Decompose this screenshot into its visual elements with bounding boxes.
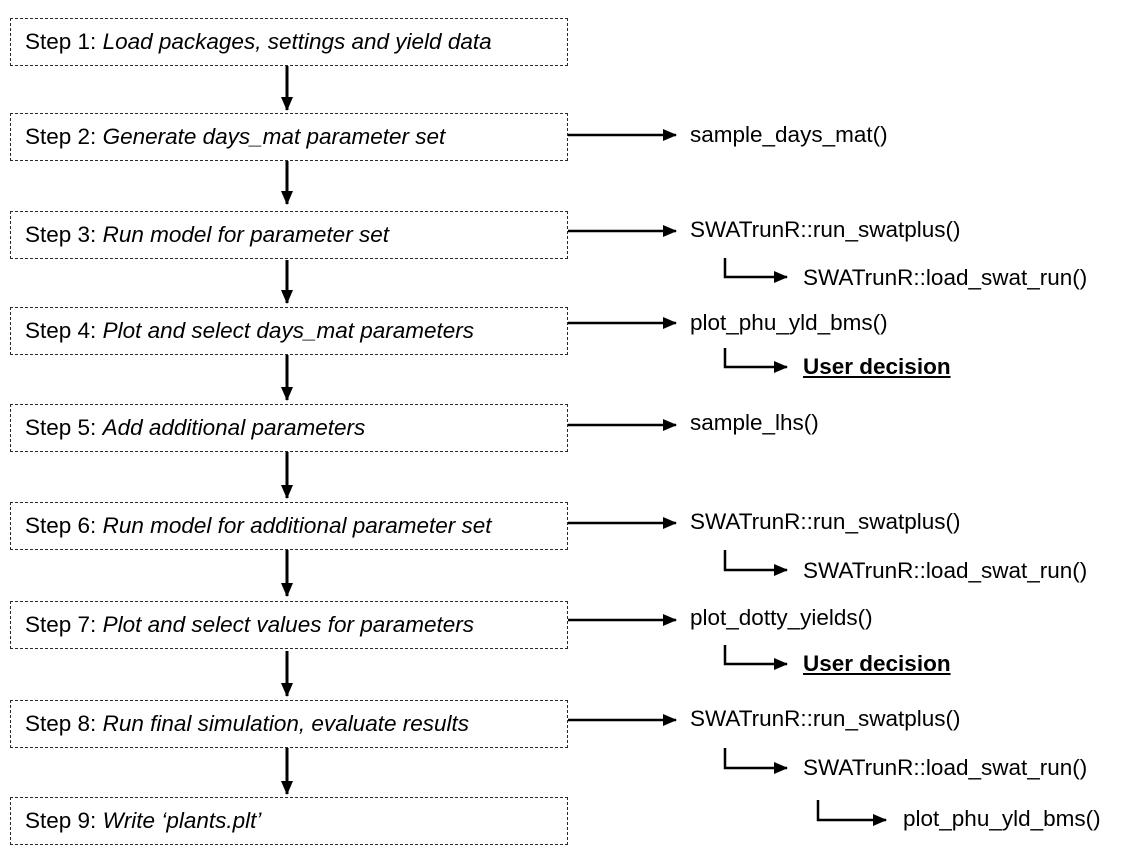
step-description: Run model for parameter set bbox=[102, 222, 389, 247]
sub-arrow-step4 bbox=[723, 348, 788, 373]
function-label-load-swat-run: SWATrunR::load_swat_run() bbox=[803, 558, 1088, 583]
step-description: Run model for additional parameter set bbox=[102, 513, 492, 538]
sub-arrow-step8-second bbox=[816, 800, 887, 826]
step-box-3: Step 3: Run model for parameter set bbox=[10, 211, 568, 259]
step-number: Step 2: bbox=[25, 124, 97, 149]
step-number: Step 6: bbox=[25, 513, 97, 538]
step-box-5: Step 5: Add additional parameters bbox=[10, 404, 568, 452]
sub-arrow-step7 bbox=[723, 645, 788, 670]
step-description: Run final simulation, evaluate results bbox=[102, 711, 470, 736]
step-description: Generate days_mat parameter set bbox=[102, 124, 446, 149]
step-box-4: Step 4: Plot and select days_mat paramet… bbox=[10, 307, 568, 355]
user-decision-label: User decision bbox=[803, 354, 951, 379]
function-label-load-swat-run: SWATrunR::load_swat_run() bbox=[803, 755, 1088, 780]
step-number: Step 3: bbox=[25, 222, 97, 247]
step-number: Step 5: bbox=[25, 415, 97, 440]
step-number: Step 7: bbox=[25, 612, 97, 637]
step-description: Plot and select days_mat parameters bbox=[102, 318, 475, 343]
sub-arrow-step3 bbox=[723, 258, 788, 283]
function-label-sample-days-mat: sample_days_mat() bbox=[690, 122, 888, 147]
step-number: Step 4: bbox=[25, 318, 97, 343]
sub-arrow-step6 bbox=[723, 550, 788, 576]
sub-arrow-step8 bbox=[723, 748, 788, 774]
step-number: Step 8: bbox=[25, 711, 97, 736]
function-label-run-swatplus: SWATrunR::run_swatplus() bbox=[690, 217, 961, 242]
function-label-sample-lhs: sample_lhs() bbox=[690, 410, 819, 435]
function-label-plot-dotty-yields: plot_dotty_yields() bbox=[690, 605, 873, 630]
step-description: Load packages, settings and yield data bbox=[102, 29, 492, 54]
step-box-1: Step 1: Load packages, settings and yiel… bbox=[10, 18, 568, 66]
step-number: Step 9: bbox=[25, 808, 97, 833]
function-label-plot-phu-yld-bms: plot_phu_yld_bms() bbox=[690, 310, 888, 335]
function-label-plot-phu-yld-bms: plot_phu_yld_bms() bbox=[903, 806, 1101, 831]
step-description: Write ‘plants.plt’ bbox=[102, 808, 262, 833]
step-number: Step 1: bbox=[25, 29, 97, 54]
step-box-8: Step 8: Run final simulation, evaluate r… bbox=[10, 700, 568, 748]
function-label-load-swat-run: SWATrunR::load_swat_run() bbox=[803, 265, 1088, 290]
step-description: Add additional parameters bbox=[102, 415, 366, 440]
step-box-9: Step 9: Write ‘plants.plt’ bbox=[10, 797, 568, 845]
step-description: Plot and select values for parameters bbox=[102, 612, 475, 637]
user-decision-label: User decision bbox=[803, 651, 951, 676]
function-label-run-swatplus: SWATrunR::run_swatplus() bbox=[690, 706, 961, 731]
step-box-6: Step 6: Run model for additional paramet… bbox=[10, 502, 568, 550]
step-box-2: Step 2: Generate days_mat parameter set bbox=[10, 113, 568, 161]
function-label-run-swatplus: SWATrunR::run_swatplus() bbox=[690, 509, 961, 534]
step-box-7: Step 7: Plot and select values for param… bbox=[10, 601, 568, 649]
